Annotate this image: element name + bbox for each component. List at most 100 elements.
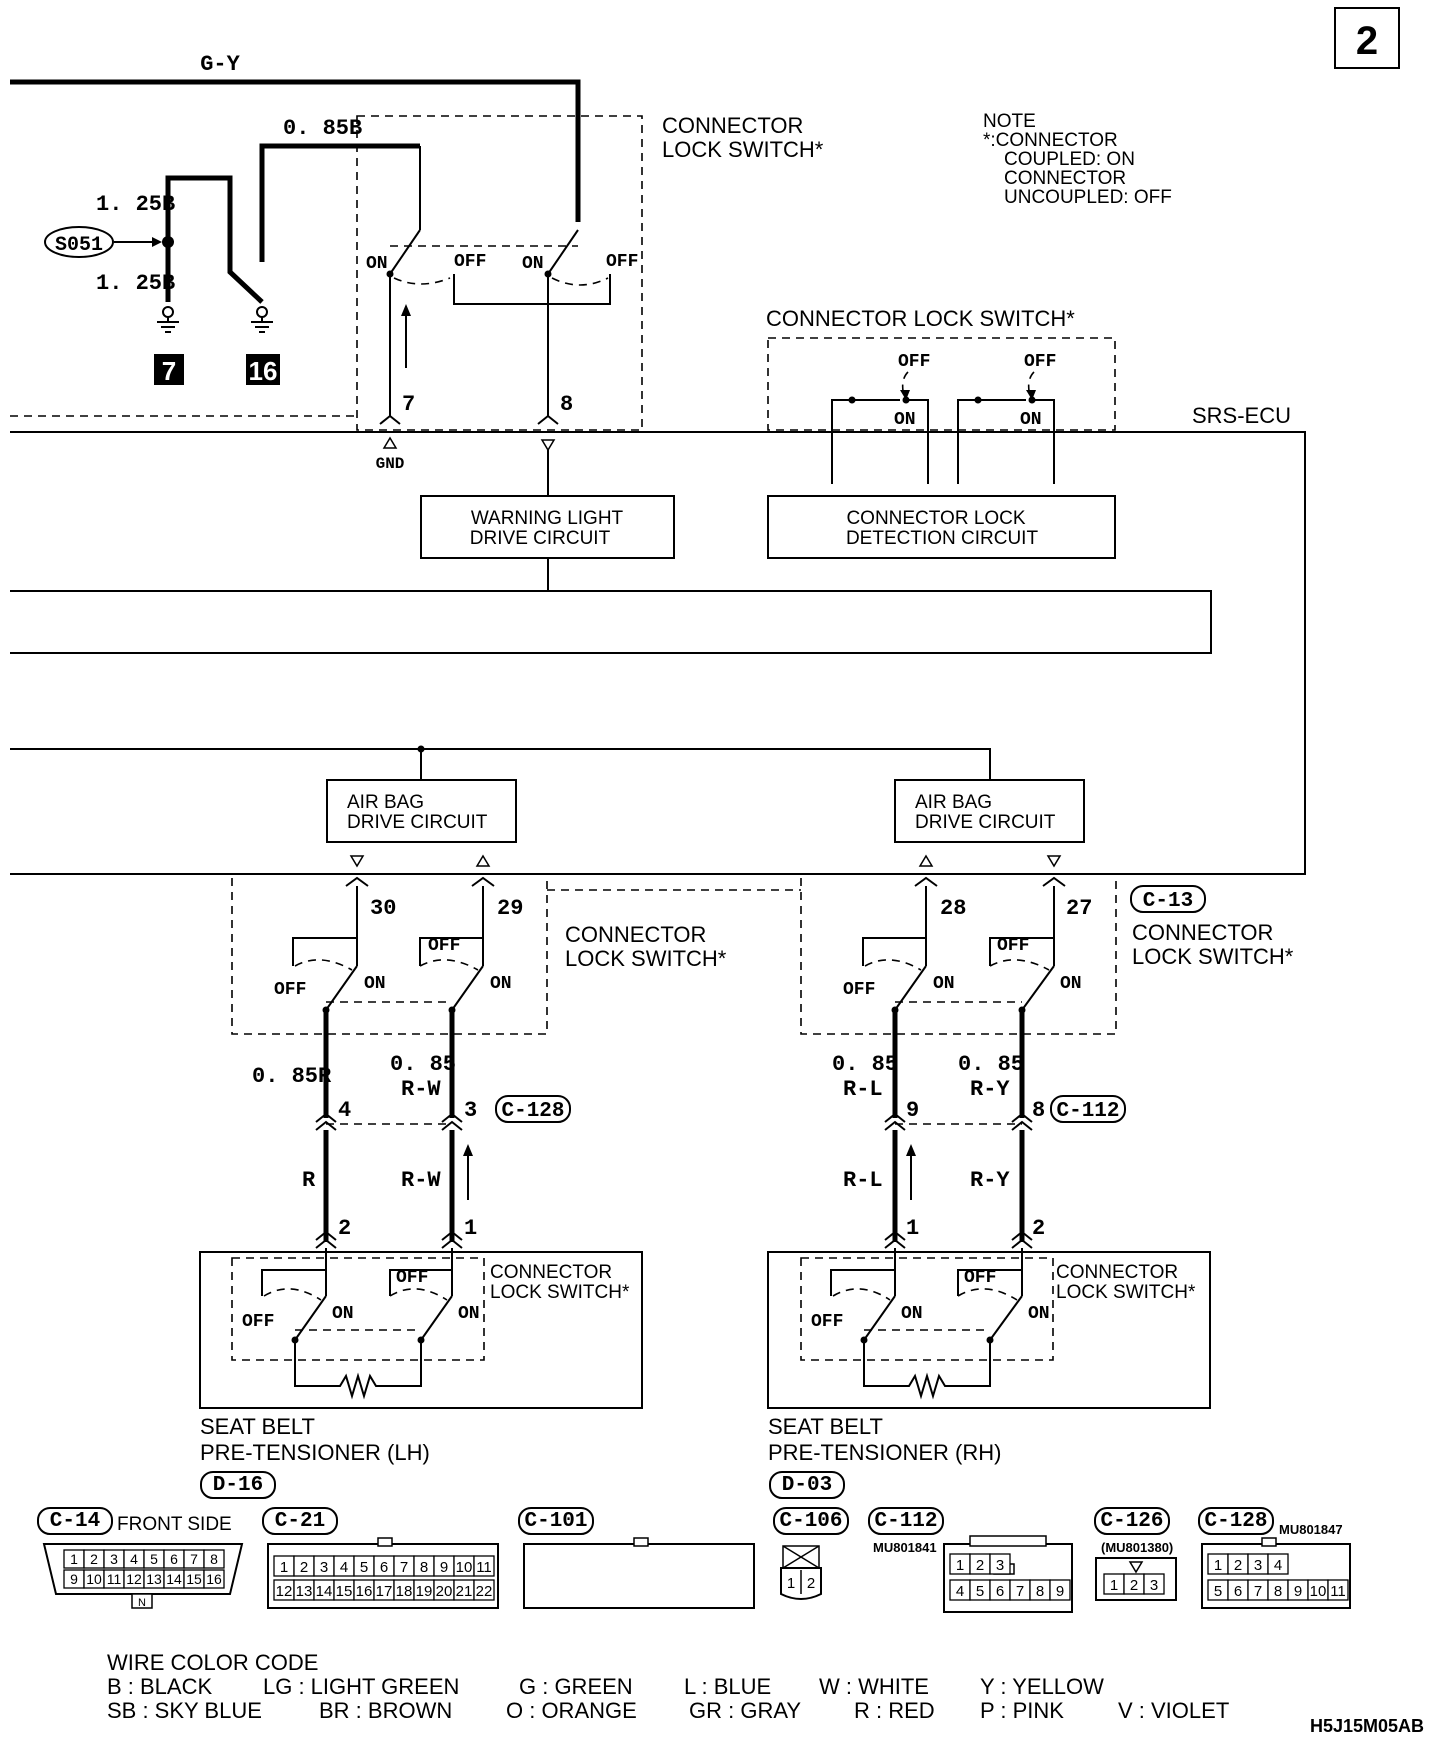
connector-pin-number: 9 [70,1571,78,1587]
svg-text:WARNING LIGHT: WARNING LIGHT [471,508,624,529]
svg-text:OFF: OFF [811,1312,843,1332]
svg-text:ON: ON [366,254,388,274]
connector-pin-number: 11 [107,1571,122,1587]
svg-text:C-112: C-112 [874,1510,937,1533]
connector-pin-number: 4 [130,1551,138,1567]
svg-text:N: N [138,1597,146,1609]
svg-text:ON: ON [1028,1304,1050,1324]
svg-text:S051: S051 [55,234,103,257]
connector-pin-number: 14 [316,1583,333,1600]
connector-pin-number: 11 [476,1559,492,1576]
svg-text:0. 85R: 0. 85R [252,1064,332,1089]
svg-text:CONNECTOR: CONNECTOR [565,922,706,947]
svg-text:NOTE: NOTE [983,111,1036,132]
svg-text:ON: ON [490,974,512,994]
pin-7: 7 [402,392,415,417]
svg-text:ON: ON [1020,410,1042,430]
srs-ecu: SRS-ECU WARNING LIGHT DRIVE CIRCUIT CONN… [10,403,1306,875]
connector-pin-number: 21 [456,1583,473,1600]
connector-pin-number: 2 [90,1551,98,1567]
connector-pin-number: 1 [280,1559,288,1576]
svg-text:9: 9 [906,1098,919,1123]
svg-text:OFF: OFF [428,936,460,956]
connector-pin-number: 5 [150,1551,158,1567]
svg-text:Y : YELLOW: Y : YELLOW [980,1674,1104,1699]
svg-text:SB : SKY BLUE: SB : SKY BLUE [107,1698,262,1723]
svg-text:2: 2 [807,1575,815,1592]
svg-text:O : ORANGE: O : ORANGE [506,1698,637,1723]
connector-pin-number: 12 [276,1583,293,1600]
svg-text:R-Y: R-Y [970,1077,1010,1102]
svg-text:8: 8 [1032,1098,1045,1123]
connector-pin-number: 19 [416,1583,433,1600]
svg-text:LOCK SWITCH*: LOCK SWITCH* [490,1282,630,1303]
connector-pin-number: 14 [166,1571,182,1587]
svg-text:OFF: OFF [964,1268,996,1288]
svg-text:OFF: OFF [843,980,875,1000]
page-number: 2 [1356,19,1378,63]
wire-125b-lower: 1. 25B [96,271,175,296]
connector-pin-number: 3 [1254,1557,1262,1574]
connector-pin-number: 10 [1310,1583,1327,1600]
svg-text:0. 85: 0. 85 [832,1052,898,1077]
connector-pin-number: 3 [1150,1577,1158,1594]
wire-color-code: WIRE COLOR CODE B : BLACK LG : LIGHT GRE… [107,1650,1229,1723]
svg-text:R-L: R-L [843,1077,883,1102]
svg-text:W : WHITE: W : WHITE [819,1674,929,1699]
connector-pin-number: 3 [110,1551,118,1567]
svg-text:COUPLED: ON: COUPLED: ON [1004,149,1135,170]
svg-text:AIR BAG: AIR BAG [347,792,424,813]
svg-text:CONNECTOR LOCK: CONNECTOR LOCK [846,508,1025,529]
pretensioner-lh: CONNECTOR LOCK SWITCH* OFF ON OFF ON SEA… [199,1248,643,1499]
top-wiring: G-Y 0. 85B 1. 25B 1. 25B S051 7 16 CONNE… [10,52,824,496]
connector-pin-number: 5 [1214,1583,1222,1600]
color-code-title: WIRE COLOR CODE [107,1650,318,1675]
svg-text:*:CONNECTOR: *:CONNECTOR [983,130,1118,151]
svg-text:OFF: OFF [606,252,638,272]
connector-pin-number: 9 [1294,1583,1302,1600]
connector-pin-number: 2 [1234,1557,1242,1574]
connector-pin-number: 13 [296,1583,313,1600]
cls-top-label-1: CONNECTOR [662,113,803,138]
svg-text:27: 27 [1066,896,1092,921]
connector-pin-number: 3 [320,1559,328,1576]
svg-text:1: 1 [464,1216,477,1241]
wire-125b-upper: 1. 25B [96,192,175,217]
connector-pin-number: 1 [1110,1577,1118,1594]
svg-text:R-W: R-W [401,1168,441,1193]
svg-text:C-14: C-14 [50,1510,100,1533]
ground-number-16: 16 [249,356,278,386]
connector-pin-cell [473,1579,495,1601]
svg-text:C-21: C-21 [275,1510,325,1533]
connector-pin-number: 16 [206,1571,222,1587]
svg-text:SEAT BELT: SEAT BELT [768,1414,883,1439]
svg-text:CONNECTOR: CONNECTOR [1132,920,1273,945]
connector-pin-number: 9 [1056,1583,1064,1600]
lower-switches: 30 29 28 27 C-13 CONNECTOR LOCK SWITCH* … [231,873,1294,1035]
svg-text:C-112: C-112 [1056,1100,1119,1123]
svg-text:1: 1 [787,1575,795,1592]
connector-pin-number: 1 [70,1551,78,1567]
svg-text:OFF: OFF [274,980,306,1000]
connector-pin-number: 6 [1234,1583,1242,1600]
svg-text:LOCK SWITCH*: LOCK SWITCH* [565,946,727,971]
svg-text:BR : BROWN: BR : BROWN [319,1698,452,1723]
connector-pin-number: 9 [440,1559,448,1576]
connector-pin-number: 20 [436,1583,453,1600]
connector-pin-number: 6 [996,1583,1004,1600]
svg-text:ON: ON [332,1304,354,1324]
cls-mid-label: CONNECTOR LOCK SWITCH* [766,306,1075,331]
svg-text:D-03: D-03 [782,1474,832,1497]
svg-text:CONNECTOR: CONNECTOR [490,1262,612,1283]
connector-pin-number: 12 [126,1571,142,1587]
svg-text:1: 1 [906,1216,919,1241]
wire-g-y-label: G-Y [200,52,240,77]
connector-pin-cell [203,1569,225,1589]
svg-text:P : PINK: P : PINK [980,1698,1064,1723]
svg-text:DRIVE CIRCUIT: DRIVE CIRCUIT [915,812,1056,833]
ground-number-7: 7 [162,356,176,386]
connector-pin-cell [473,1555,495,1577]
connector-pin-number: 1 [956,1557,964,1574]
svg-text:LOCK SWITCH*: LOCK SWITCH* [1132,944,1294,969]
